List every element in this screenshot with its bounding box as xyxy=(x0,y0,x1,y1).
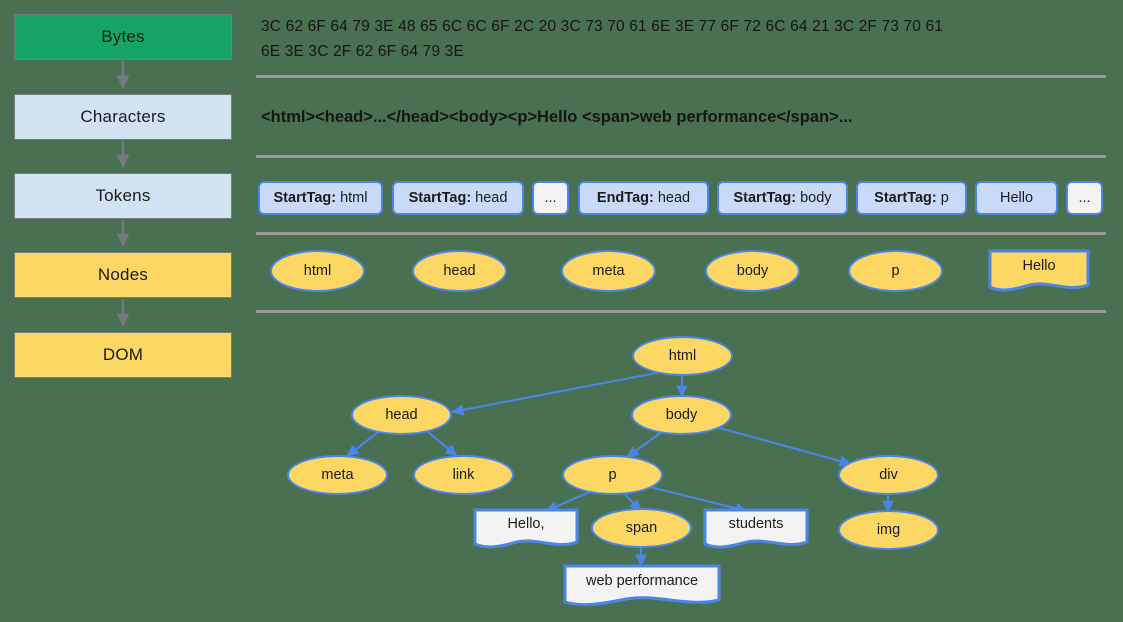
dom-node-label: link xyxy=(452,467,475,483)
token-value: html xyxy=(340,190,368,206)
dom-node-html[interactable]: html xyxy=(632,336,733,376)
dom-node-label: img xyxy=(876,522,901,538)
token-chip-endtag-head[interactable]: EndTag: head xyxy=(578,181,709,215)
node-chip-meta[interactable]: meta xyxy=(561,250,656,292)
section-divider-4 xyxy=(256,310,1106,313)
token-kind: StartTag: xyxy=(733,190,797,206)
node-chip-label: body xyxy=(736,263,769,279)
dom-node-span[interactable]: span xyxy=(591,508,692,548)
node-chip-body[interactable]: body xyxy=(705,250,800,292)
token-value: Hello xyxy=(999,190,1034,206)
token-chip-starttag-head[interactable]: StartTag: head xyxy=(392,181,524,215)
token-chip-text-hello[interactable]: Hello xyxy=(975,181,1058,215)
dom-node-div[interactable]: div xyxy=(838,455,939,495)
node-chip-text-hello[interactable]: Hello xyxy=(988,249,1090,293)
pipeline-step-label: Bytes xyxy=(101,27,145,46)
dom-node-label: head xyxy=(385,407,418,423)
token-kind: EndTag: xyxy=(596,190,654,206)
pipeline-step-tokens: Tokens xyxy=(14,173,232,219)
node-chip-label: head xyxy=(443,263,476,279)
pipeline-step-characters: Characters xyxy=(14,94,232,140)
token-kind: StartTag: xyxy=(408,190,472,206)
token-chip-starttag-p[interactable]: StartTag: p xyxy=(856,181,967,215)
node-chip-head[interactable]: head xyxy=(412,250,507,292)
bytes-hex-text: 3C 62 6F 64 79 3E 48 65 6C 6C 6F 2C 20 3… xyxy=(261,14,1111,64)
node-chip-label: meta xyxy=(592,263,625,279)
dom-node-label: div xyxy=(879,467,898,483)
dom-node-text-hello[interactable]: Hello, xyxy=(473,508,579,550)
dom-node-p[interactable]: p xyxy=(562,455,663,495)
dom-node-label: p xyxy=(608,467,617,483)
node-chip-label: html xyxy=(303,263,332,279)
section-divider-1 xyxy=(256,75,1106,78)
node-chip-html[interactable]: html xyxy=(270,250,365,292)
dom-node-label: span xyxy=(625,520,658,536)
token-kind: StartTag: xyxy=(874,190,937,206)
dom-node-link[interactable]: link xyxy=(413,455,514,495)
characters-markup-text: <html><head>...</head><body><p>Hello <sp… xyxy=(261,108,853,126)
dom-node-text-web-performance[interactable]: web performance xyxy=(563,564,721,608)
dom-node-img[interactable]: img xyxy=(838,510,939,550)
document-shape-icon xyxy=(988,249,1090,292)
section-divider-3 xyxy=(256,232,1106,235)
dom-node-text-students[interactable]: students xyxy=(703,508,809,550)
pipeline-step-dom: DOM xyxy=(14,332,232,378)
bytes-hex-line-2: 6E 3E 3C 2F 62 6F 64 79 3E xyxy=(261,43,464,60)
token-value: p xyxy=(940,190,949,206)
token-value: body xyxy=(800,190,832,206)
token-chip-starttag-body[interactable]: StartTag: body xyxy=(717,181,848,215)
node-chip-label: p xyxy=(891,263,900,279)
dom-node-label: body xyxy=(665,407,698,423)
token-value: head xyxy=(657,190,691,206)
dom-node-body[interactable]: body xyxy=(631,395,732,435)
pipeline-step-label: Characters xyxy=(80,107,166,126)
token-chip-ellipsis-2[interactable]: ... xyxy=(1066,181,1103,215)
document-shape-icon xyxy=(563,564,721,607)
pipeline-step-label: DOM xyxy=(102,345,144,364)
pipeline-step-nodes: Nodes xyxy=(14,252,232,298)
pipeline-step-label: Nodes xyxy=(97,265,149,284)
token-value: ... xyxy=(1078,190,1091,206)
token-chip-ellipsis-1[interactable]: ... xyxy=(532,181,569,215)
token-value: head xyxy=(475,190,508,206)
node-chip-p[interactable]: p xyxy=(848,250,943,292)
section-divider-2 xyxy=(256,155,1106,158)
bytes-hex-line-1: 3C 62 6F 64 79 3E 48 65 6C 6C 6F 2C 20 3… xyxy=(261,18,944,35)
dom-node-label: html xyxy=(668,348,697,364)
pipeline-step-bytes: Bytes xyxy=(14,14,232,60)
document-shape-icon xyxy=(703,508,809,549)
pipeline-step-label: Tokens xyxy=(95,186,151,205)
dom-node-meta[interactable]: meta xyxy=(287,455,388,495)
dom-node-label: meta xyxy=(321,467,354,483)
token-value: ... xyxy=(544,190,557,206)
document-shape-icon xyxy=(473,508,579,549)
dom-node-head[interactable]: head xyxy=(351,395,452,435)
token-chip-starttag-html[interactable]: StartTag: html xyxy=(258,181,383,215)
token-kind: StartTag: xyxy=(273,190,337,206)
